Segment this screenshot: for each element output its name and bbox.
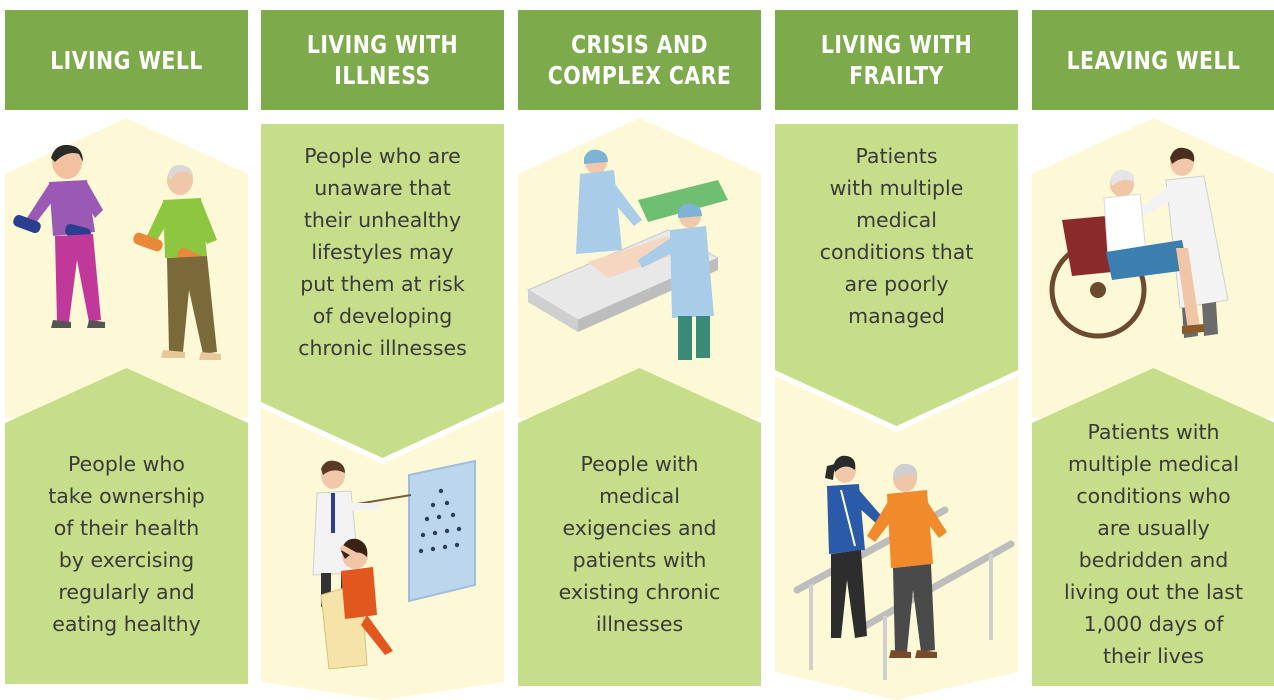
stage-description: Patients with multiple medical condition…	[819, 144, 974, 328]
doctor-eye-test-icon	[312, 459, 476, 670]
stage-living-with-frailty: LIVING WITH FRAILTY Patients with multip…	[775, 0, 1018, 700]
stage-header: LIVING WITH ILLNESS	[261, 10, 504, 110]
stage-description: Patients with multiple medical condition…	[1064, 420, 1243, 668]
stage-crisis-and-complex-care: CRISIS AND COMPLEX CARE People with medi…	[518, 0, 761, 700]
surgery-icon	[526, 149, 728, 360]
stage-header: CRISIS AND COMPLEX CARE	[518, 10, 761, 110]
stage-description: People who take ownership of their healt…	[48, 452, 205, 636]
stage-description: People who are unaware that their unheal…	[298, 144, 467, 360]
stage-title: LEAVING WELL	[1066, 45, 1241, 75]
stage-title: LIVING WELL	[50, 45, 203, 75]
stage-header: LEAVING WELL	[1032, 10, 1274, 110]
wheelchair-patient-icon	[1049, 147, 1229, 339]
stage-living-well: LIVING WELL People who take ownership of…	[5, 0, 248, 700]
exercising-people-icon	[13, 144, 221, 360]
stage-living-with-illness: LIVING WITH ILLNESS People who are unawa…	[261, 0, 504, 700]
stage-description: People with medical exigencies and patie…	[558, 452, 721, 636]
stage-title: LIVING WITH FRAILTY	[820, 30, 973, 90]
stage-header: LIVING WELL	[5, 10, 248, 110]
stage-title: CRISIS AND COMPLEX CARE	[547, 30, 732, 90]
stage-leaving-well: LEAVING WELL Patients with multiple medi…	[1032, 0, 1274, 700]
stage-title: LIVING WITH ILLNESS	[306, 30, 459, 90]
stage-header: LIVING WITH FRAILTY	[775, 10, 1018, 110]
rehabilitation-walking-icon	[793, 455, 1015, 680]
